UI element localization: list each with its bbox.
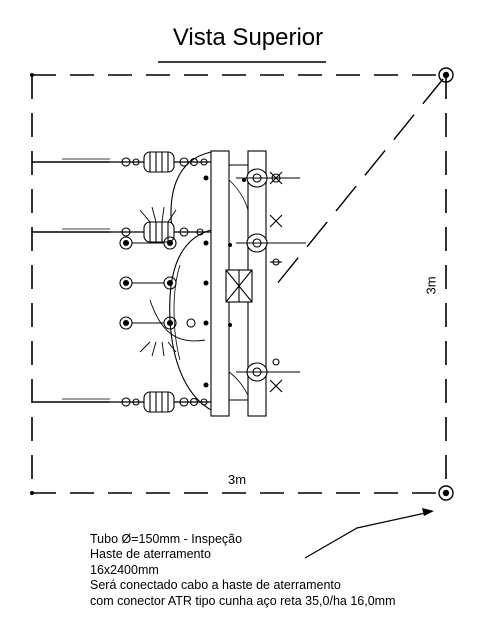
note-line-3: 16x2400mm: [90, 563, 159, 577]
insulator-chain-middle: [110, 221, 211, 243]
arrester-fins: [139, 206, 206, 357]
note-line-2: Haste de aterramento: [90, 547, 211, 561]
boundary-dashed-square: [31, 74, 447, 494]
inspection-tube-symbol: [438, 485, 454, 501]
note-leader-line: [304, 511, 431, 559]
insulator-chain-top: [110, 151, 211, 173]
crossarm-bolts: [203, 175, 246, 388]
equipment-assembly: [32, 150, 306, 417]
corner-dot: [30, 73, 34, 77]
corner-dot: [30, 491, 34, 495]
note-line-4: Será conectado cabo a haste de aterramen…: [90, 578, 341, 592]
note-line-5: com conector ATR tipo cunha aço reta 35,…: [90, 594, 396, 608]
drawing-title: Vista Superior: [172, 24, 324, 51]
note-line-1: Tubo Ø=150mm - Inspeção: [90, 532, 243, 546]
grounding-cable-dashed: [271, 78, 444, 291]
right-insulator-middle: [236, 214, 306, 266]
right-insulator-bottom: [236, 358, 300, 393]
insulator-chain-bottom: [110, 391, 211, 413]
dimension-height-label: 3m: [423, 276, 439, 295]
equipment-outline: [170, 151, 212, 231]
leader-arrowhead: [422, 508, 434, 516]
conductor-lines: [32, 158, 110, 403]
inspection-tube-symbol: [438, 67, 454, 83]
switch-terminals: [119, 236, 196, 330]
right-insulator-top: [236, 168, 300, 188]
dimension-width-label: 3m: [228, 472, 247, 487]
